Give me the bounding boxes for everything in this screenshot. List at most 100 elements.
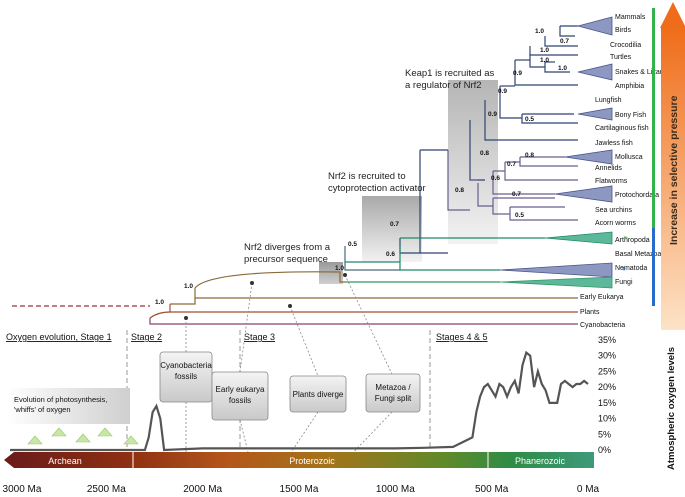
photosynthesis-band [6,388,130,424]
clade-triangles [554,16,613,203]
taxon-label: Bony Fish [615,112,646,119]
time-bar: Archean Proterozoic Phanerozoic [4,452,594,468]
nrf2-div-annotation-line2: precursor sequence [244,254,328,265]
oxygen-tick-label: 20% [598,382,616,392]
support-value: 0.9 [513,70,522,77]
taxon-label: Flatworms [595,178,628,185]
selective-pressure-label: Increase in selective pressure [668,95,680,245]
eukarya-box-line1: Early eukarya [216,385,265,394]
time-tick-label: 2500 Ma [87,484,126,495]
time-tick-label: 3000 Ma [3,484,42,495]
nrf2-div-annotation-line1: Nrf2 diverges from a [244,242,331,253]
invertebrate-clade-lines [447,150,578,221]
support-value: 0.7 [560,38,569,45]
support-value: 1.0 [155,299,164,306]
oxygen-chart: 35% 30% 25% 20% 15% 10% 5% 0% Atmospheric oxyge… [10,335,677,470]
taxon-label: Lungfish [595,97,622,104]
taxon-label: Jawless fish [595,140,633,147]
nematoda-triangle [499,262,613,278]
oxygen-tick-label: 10% [598,414,616,424]
taxon-label: Snakes & Lizards [615,69,670,76]
time-tick-label: 0 Ma [577,484,600,495]
lower-tree-lines [149,149,578,325]
plants-box-line1: Plants diverge [293,390,344,399]
taxon-label: Annelids [595,165,622,172]
taxon-label: Fungi [615,279,633,286]
oxygen-tick-label: 25% [598,366,616,376]
stage-2-label: Stage 2 [131,332,162,342]
taxon-label: Sea urchins [595,207,632,214]
eukarya-box-line2: fossils [229,396,251,405]
oxygen-tick-label: 15% [598,398,616,408]
nrf2-cyto-annotation-line2: cytoprotection activator [328,183,426,194]
support-value: 1.0 [540,57,549,64]
support-value: 0.6 [386,251,395,258]
stage-1-label: Oxygen evolution, Stage 1 [6,332,112,342]
taxon-label: Cartilaginous fish [595,125,649,132]
support-value: 0.8 [455,187,464,194]
taxon-label: Turtles [610,54,632,61]
support-value: 1.0 [335,265,344,272]
arthropoda-star: * [624,235,628,246]
taxon-label: Nematoda [615,265,647,272]
invertebrate-bracket [652,228,655,306]
nematoda-star: * [622,266,626,277]
keap1-shading [448,80,498,244]
divergence-shading [319,262,343,284]
taxon-label: Mammals [615,14,646,21]
oxygen-tick-label: 35% [598,335,616,345]
time-tick-label: 1000 Ma [376,484,415,495]
fungi-triangle [499,276,613,289]
support-value: 0.5 [525,116,534,123]
taxon-label: Arthropoda [615,237,650,244]
support-value: 0.7 [507,161,516,168]
photosynthesis-text-2: 'whiffs' of oxygen [14,405,71,414]
selective-pressure-arrow: Increase in selective pressure [660,2,685,330]
taxon-label: Amphibia [615,83,644,90]
photosynthesis-text-1: Evolution of photosynthesis, [14,395,107,404]
taxon-label: Crocodilia [610,42,641,49]
stage-labels: Oxygen evolution, Stage 1 Stage 2 Stage … [6,332,488,342]
keap1-annotation-line2: a regulator of Nrf2 [405,80,482,91]
support-value: 0.7 [390,221,399,228]
cyanobacteria-box-line1: Cyanobacteria [160,361,212,370]
taxon-label: Acorn worms [595,220,636,227]
support-value: 0.8 [525,152,534,159]
oxygen-tick-label: 5% [598,429,611,439]
time-tick-label: 2000 Ma [183,484,222,495]
metazoa-box-line1: Metazoa / [375,383,411,392]
taxon-label: Mollusca [615,154,643,161]
support-value: 0.5 [515,212,524,219]
oxygen-whiffs [27,427,139,445]
taxon-label: Birds [615,27,631,34]
keap1-annotation-line1: Keap1 is recruited as [405,68,494,79]
eon-phanerozoic: Phanerozoic [515,456,566,466]
oxygen-tick-label: 30% [598,351,616,361]
eon-archean: Archean [48,456,82,466]
taxon-label: Protochordata [615,192,659,199]
callout-connectors [185,274,393,461]
taxon-label: Cyanobacteria [580,322,625,329]
stage-4-5-label: Stages 4 & 5 [436,332,488,342]
vertebrate-bracket [652,8,655,228]
time-tick-label: 1500 Ma [280,484,319,495]
oxygen-axis-label: Atmospheric oxygen levels [666,347,677,470]
eon-proterozoic: Proterozoic [289,456,335,466]
support-value: 0.7 [512,191,521,198]
time-tick-label: 500 Ma [475,484,509,495]
support-value: 1.0 [558,65,567,72]
taxon-label: Basal Metazoa [615,251,661,258]
taxon-label: Early Eukarya [580,294,624,301]
support-value: 0.9 [498,88,507,95]
support-value: 0.5 [348,241,357,248]
vertebrate-clade-lines [469,25,578,181]
support-value: 1.0 [540,47,549,54]
support-value: 1.0 [184,283,193,290]
arthropoda-triangle [544,231,613,245]
support-value: 1.0 [535,28,544,35]
support-value: 0.8 [480,150,489,157]
oxygen-tick-label: 0% [598,445,611,455]
metazoa-box-line2: Fungi split [375,394,412,403]
